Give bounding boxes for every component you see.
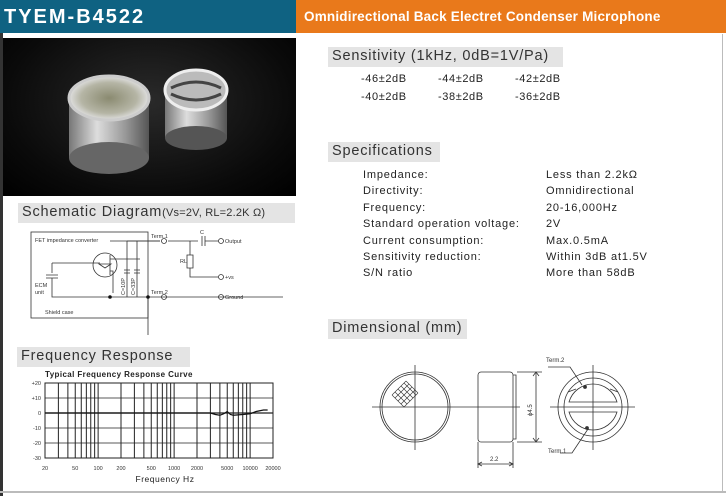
spec-label: Directivity: (363, 185, 424, 198)
y-tick-label: +20 (32, 381, 41, 387)
spec-label: S/N ratio (363, 267, 413, 280)
junction-dot (146, 295, 150, 299)
product-title: Omnidirectional Back Electret Condenser … (296, 0, 726, 33)
sensitivity-value: -46±2dB (361, 73, 407, 85)
x-tick-label: 200 (116, 466, 125, 472)
junction-dot (108, 295, 112, 299)
schematic-diagram: FET impedance converter ECM unit Shield … (30, 230, 283, 335)
fet-label: FET impedance converter (35, 238, 98, 244)
dimensional-heading: Dimensional (mm) (328, 319, 467, 339)
ground-label: Ground (225, 295, 243, 301)
spec-label: Sensitivity reduction: (363, 251, 482, 263)
spec-value: 20-16,000Hz (546, 201, 618, 214)
sensitivity-value: -44±2dB (438, 73, 484, 85)
y-tick-label: 0 (38, 411, 41, 417)
diameter-label: ϕ4.5 (528, 404, 534, 416)
bottom-border (0, 491, 726, 493)
sensitivity-value: -38±2dB (438, 91, 484, 103)
spec-label: Impedance: (363, 169, 429, 181)
x-tick-label: 20 (42, 466, 48, 472)
spec-value: Within 3dB at1.5V (546, 251, 648, 263)
vs-label: +vs (225, 275, 234, 281)
term2-label: Term.2 (151, 290, 168, 296)
spec-label: Standard operation voltage: (363, 218, 520, 231)
y-tick-label: -30 (33, 456, 41, 462)
x-tick-label: 1000 (168, 466, 180, 472)
response-curve (45, 409, 268, 416)
output-label: Output (225, 239, 242, 245)
spec-label: Frequency: (363, 201, 427, 214)
shield-label: Shield case (45, 310, 73, 316)
spec-value: More than 58dB (546, 267, 636, 280)
spec-value: Max.0.5mA (546, 234, 609, 247)
grille-pattern (391, 380, 419, 408)
rl-label: RL (180, 259, 187, 265)
chart-title: Typical Frequency Response Curve (45, 370, 193, 379)
spec-value: 2V (546, 218, 562, 231)
term1-dim-label: Term.1 (548, 449, 567, 455)
spec-label: Current consumption: (363, 234, 485, 247)
model-title: TYEM-B4522 (0, 0, 296, 33)
schematic-heading-text: Schematic Diagram (22, 204, 163, 220)
sensitivity-heading: Sensitivity (1kHz, 0dB=1V/Pa) (328, 47, 563, 67)
x-tick-label: 500 (147, 466, 156, 472)
chart-xlabel: Frequency Hz (136, 474, 195, 484)
sensitivity-value: -36±2dB (515, 91, 561, 103)
ecm-label: ECM (35, 283, 48, 289)
microphone-photo-image (67, 68, 229, 174)
product-photo (3, 38, 296, 196)
schematic-heading: Schematic Diagram(Vs=2V, RL=2.2K Ω) (18, 203, 295, 223)
y-tick-label: -10 (33, 426, 41, 432)
frequency-heading: Frequency Response (17, 347, 190, 367)
x-tick-label: 10000 (242, 466, 257, 472)
dimensional-drawing: ϕ4.5 2.2 Term.2 Term.1 (372, 358, 635, 468)
length-label: 2.2 (490, 457, 499, 463)
right-border (722, 34, 723, 492)
capacitor-label: C (200, 230, 204, 236)
sensitivity-value: -42±2dB (515, 73, 561, 85)
unit-label: unit (35, 290, 44, 296)
left-border (0, 0, 3, 496)
y-tick-label: +10 (32, 396, 41, 402)
c33-label: C=33P (131, 278, 137, 295)
x-tick-label: 2000 (191, 466, 203, 472)
c10-label: C=10P (121, 278, 127, 295)
sensitivity-value: -40±2dB (361, 91, 407, 103)
schematic-condition: (Vs=2V, RL=2.2K Ω) (162, 207, 266, 219)
specifications-heading: Specifications (328, 142, 440, 162)
term1-label: Term.1 (151, 234, 168, 240)
x-tick-label: 100 (94, 466, 103, 472)
spec-value: Less than 2.2kΩ (546, 169, 638, 181)
x-tick-label: 50 (72, 466, 78, 472)
term2-dim-label: Term.2 (546, 358, 565, 364)
spec-value: Omnidirectional (546, 185, 635, 198)
x-tick-label: 20000 (265, 466, 280, 472)
x-tick-label: 5000 (221, 466, 233, 472)
frequency-response-chart: Typical Frequency Response Curve Frequen… (32, 370, 281, 484)
y-tick-label: -20 (33, 441, 41, 447)
